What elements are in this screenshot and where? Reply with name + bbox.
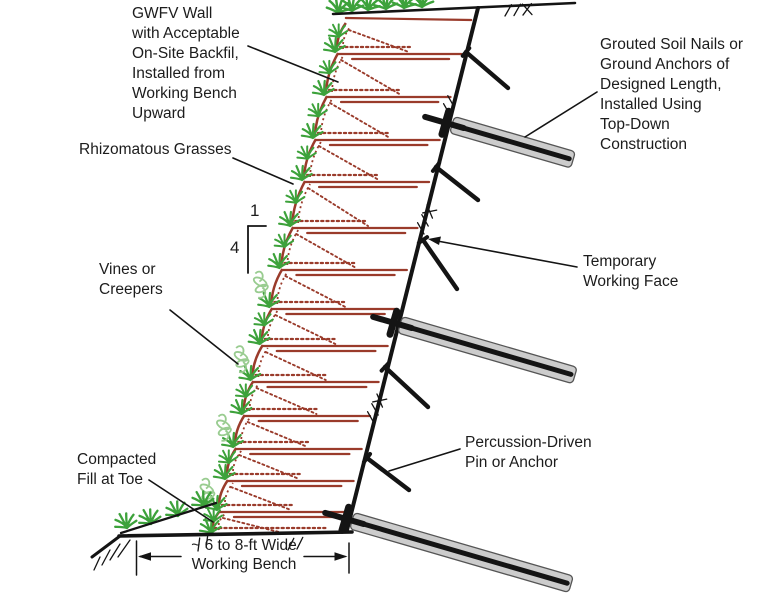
label-compacted-fill: Compacted Fill at Toe: [77, 451, 157, 488]
hatch-icon: [504, 2, 533, 17]
gwfv-wall: [211, 16, 473, 534]
wall-lift: [290, 180, 419, 235]
label-grouted-soil-nails: Grouted Soil Nails or Ground Anchors of …: [600, 36, 744, 153]
label-gwfv-wall: GWFV Wall with Acceptable On-Site Backfi…: [132, 5, 240, 122]
vine-icon: [233, 345, 250, 374]
label-working-bench-dimension: ~ 6 to 8-ft Wide Working Bench: [191, 537, 297, 573]
label-slope-run: 4: [230, 238, 240, 257]
wall-lift: [313, 95, 441, 147]
grass-tuft-icon: [318, 59, 339, 75]
label-rhizomatous-grasses: Rhizomatous Grasses: [79, 141, 232, 158]
grass-tuft-icon: [307, 102, 328, 118]
percussion-pin: [430, 161, 481, 203]
temporary-face-arrow: [428, 236, 578, 268]
percussion-pins: [361, 46, 511, 493]
grass-tuft-icon: [311, 79, 335, 97]
hatch-icon: [366, 393, 388, 424]
label-temporary-working-face: Temporary Working Face: [583, 253, 679, 290]
grass-tuft-icon: [355, 0, 382, 12]
grass-tuft-icon: [202, 507, 224, 523]
hatch-icon: [416, 204, 438, 235]
soil-nail-bottom: [322, 503, 574, 593]
grass-tuft-icon: [212, 463, 236, 481]
vegetation: [114, 0, 435, 535]
hatch-icon: [287, 536, 304, 551]
label-slope-rise: 1: [250, 201, 260, 220]
soil-nail-middle: [370, 307, 577, 384]
grass-tuft-icon: [257, 291, 281, 309]
percussion-pin: [416, 235, 460, 292]
soil-nail-top: [422, 107, 576, 168]
bench-dimension: [135, 540, 350, 576]
grass-tuft-icon: [114, 512, 138, 530]
grass-tuft-icon: [325, 0, 352, 15]
grass-tuft-icon: [221, 431, 244, 449]
wall-lift: [211, 510, 330, 534]
wall-lift: [280, 226, 408, 277]
grass-tuft-icon: [296, 145, 317, 160]
wall-lift: [324, 52, 452, 104]
working-face-line: [345, 6, 480, 532]
hatch-icon: [197, 533, 209, 552]
grass-tuft-icon: [278, 210, 301, 228]
grass-tuft-icon: [138, 508, 162, 526]
grass-tuft-icon: [273, 233, 295, 248]
grass-tuft-icon: [234, 383, 256, 398]
percussion-pin: [460, 46, 511, 91]
grass-tuft-icon: [285, 189, 306, 204]
percussion-pin: [379, 361, 431, 410]
vine-icon: [252, 270, 269, 299]
leader-lines: [148, 45, 598, 523]
grass-tuft-icon: [247, 328, 271, 346]
grass-tuft-icon: [327, 23, 349, 38]
label-vines-or-creepers: Vines or Creepers: [99, 261, 163, 298]
grass-tuft-icon: [198, 517, 222, 535]
grass-tuft-icon: [391, 0, 418, 10]
grass-tuft-icon: [267, 252, 291, 270]
wall-lift: [335, 22, 463, 61]
slope-indicator: [247, 225, 267, 274]
percussion-pin: [361, 452, 412, 493]
grass-tuft-icon: [238, 364, 262, 382]
grass-tuft-icon: [289, 164, 313, 182]
grass-tuft-icon: [372, 0, 399, 11]
ground-lines: [90, 1, 577, 559]
wall-lift: [302, 138, 431, 189]
grass-tuft-icon: [229, 398, 253, 416]
grass-tuft-icon: [322, 36, 346, 54]
grass-tuft-icon: [217, 449, 239, 464]
wall-lift: [251, 344, 380, 389]
vine-icon: [216, 413, 232, 442]
grass-tuft-icon: [253, 311, 274, 327]
grass-tuft-icon: [300, 122, 324, 140]
ground-hatch: [93, 2, 533, 571]
grass-tuft-icon: [408, 0, 435, 9]
label-percussion-pin: Percussion-Driven Pin or Anchor: [465, 434, 592, 471]
grass-tuft-icon: [191, 490, 215, 508]
grass-tuft-icon: [165, 500, 189, 518]
wall-lift: [270, 268, 399, 316]
